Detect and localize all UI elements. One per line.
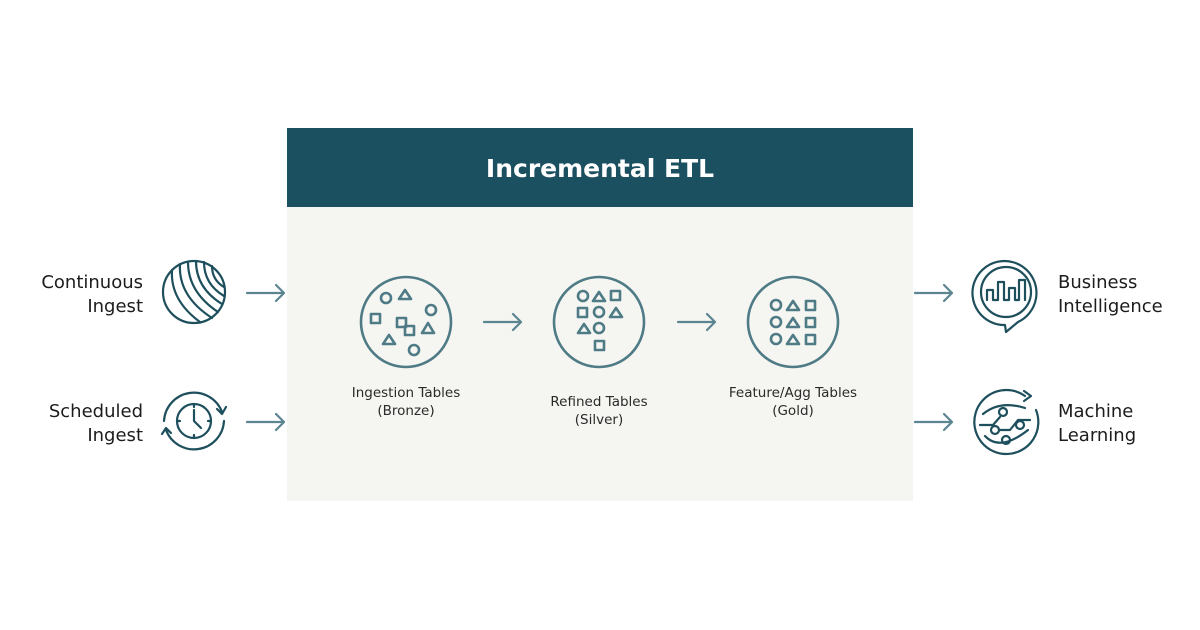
stage-label-line1: Refined Tables bbox=[550, 394, 647, 410]
stage-silver: Refined Tables (Silver) bbox=[550, 275, 648, 428]
output-machine-learning: Machine Learning bbox=[913, 388, 1136, 456]
scattered-shapes-icon bbox=[359, 275, 453, 369]
output-label-line2: Intelligence bbox=[1058, 296, 1163, 317]
source-continuous-ingest: Continuous Ingest bbox=[41, 259, 286, 325]
stage-label-line1: Ingestion Tables bbox=[352, 385, 461, 401]
stage-label-line1: Feature/Agg Tables bbox=[729, 385, 857, 401]
source-label-line1: Continuous bbox=[41, 272, 143, 293]
output-label-line2: Learning bbox=[1058, 425, 1136, 446]
source-scheduled-ingest: Scheduled Ingest bbox=[49, 391, 286, 451]
arrow-icon bbox=[482, 312, 523, 332]
partially-sorted-shapes-icon bbox=[552, 275, 646, 369]
arrow-icon bbox=[245, 283, 286, 303]
arrow-icon bbox=[913, 412, 954, 432]
arrow-icon bbox=[245, 412, 286, 432]
arrow-icon bbox=[913, 283, 954, 303]
clock-cycle-icon bbox=[160, 391, 228, 451]
source-label-line2: Ingest bbox=[87, 425, 143, 446]
etl-panel bbox=[287, 207, 913, 501]
source-label-line1: Scheduled bbox=[49, 401, 143, 422]
sorted-shapes-icon bbox=[746, 275, 840, 369]
arrow-icon bbox=[676, 312, 717, 332]
circuit-cycle-icon bbox=[973, 388, 1040, 456]
stage-label-line2: (Silver) bbox=[575, 412, 623, 428]
stage-bronze: Ingestion Tables (Bronze) bbox=[352, 275, 461, 419]
streaming-lines-icon bbox=[161, 259, 227, 325]
output-business-intelligence: Business Intelligence bbox=[913, 259, 1163, 334]
stage-label-line2: (Bronze) bbox=[377, 403, 434, 419]
bar-chart-bubble-icon bbox=[971, 259, 1038, 334]
etl-title: Incremental ETL bbox=[486, 154, 714, 183]
source-label-line2: Ingest bbox=[87, 296, 143, 317]
output-label-line1: Business bbox=[1058, 272, 1137, 293]
stage-gold: Feature/Agg Tables (Gold) bbox=[729, 275, 857, 419]
etl-header bbox=[287, 128, 913, 207]
stage-label-line2: (Gold) bbox=[772, 403, 814, 419]
output-label-line1: Machine bbox=[1058, 401, 1133, 422]
